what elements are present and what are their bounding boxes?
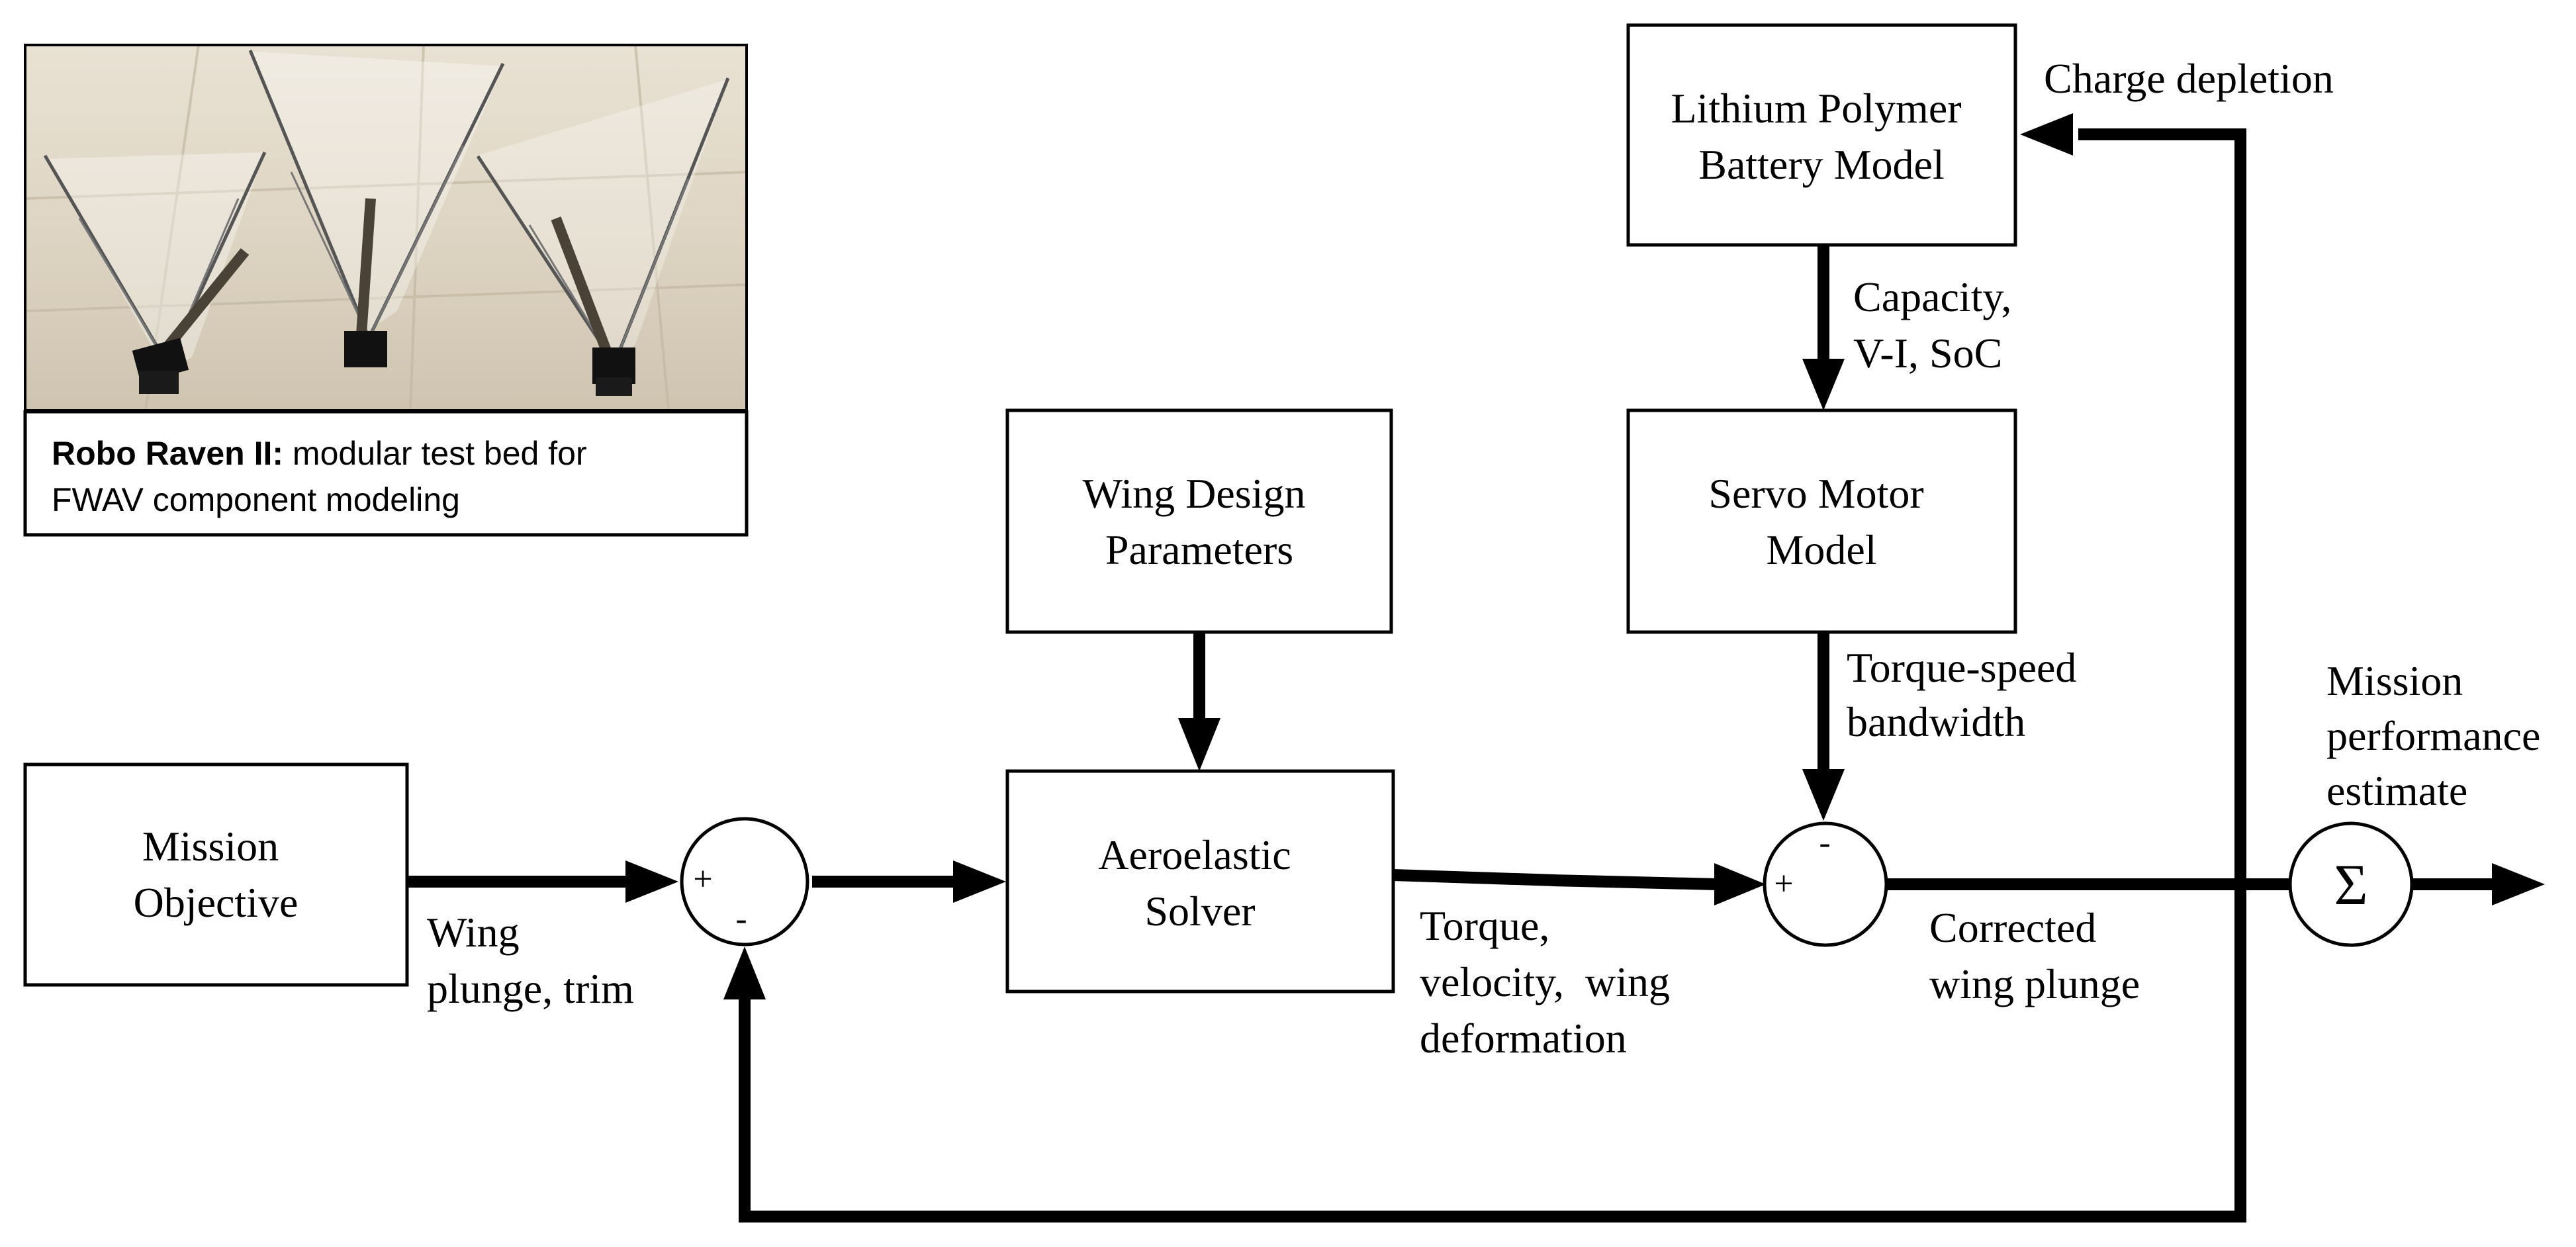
label-mission-performance-estimate: Mission performance estimate	[2326, 657, 2551, 814]
svg-text:Lithium Polymer Battery: Lithium Polymer Battery Model	[1671, 85, 1972, 188]
svg-text:Σ: Σ	[2334, 853, 2368, 917]
label-wing-plunge-trim: Wing plunge, trim	[427, 909, 634, 1012]
photo-caption: Robo Raven II: modular test bed for FWAV…	[52, 435, 596, 518]
label-charge-depletion: Charge depletion	[2044, 55, 2334, 102]
svg-text:Aeroelastic Solver: Aeroelastic Solver	[1098, 831, 1301, 935]
svg-text:Wing Design Parameters: Wing Design Parameters	[1083, 470, 1316, 573]
robot-right-figure	[476, 77, 730, 396]
photo-caption-box	[23, 410, 749, 537]
sigma-junction: Σ	[2288, 821, 2414, 947]
block-servo-motor-model: Servo Motor Model	[1626, 408, 2017, 634]
svg-text:Servo Motor Model: Servo Motor Model	[1708, 470, 1934, 573]
block-aeroelastic-solver: Aeroelastic Solver	[1005, 769, 1395, 993]
robot-left-figure	[43, 151, 267, 394]
wire-aero-to-sum2	[1393, 869, 1556, 886]
svg-text:-: -	[735, 900, 747, 938]
label-capacity-vi-soc: Capacity, V-I, SoC	[1853, 273, 2022, 377]
block-mission-objective: Mission Objective	[23, 762, 409, 987]
svg-text:+: +	[693, 860, 712, 898]
robo-raven-photo	[24, 44, 748, 412]
wire-feedback-loop	[739, 880, 2246, 1223]
block-wing-design-parameters: Wing Design Parameters	[1005, 408, 1393, 634]
svg-text:+: +	[1774, 865, 1793, 903]
robot-middle-figure	[248, 50, 505, 367]
label-torque-velocity-deformation: Torque, velocity, wing deformation	[1420, 902, 1680, 1062]
label-corrected-wing-plunge: Corrected wing plunge	[1929, 904, 2140, 1007]
svg-text:Mission Objective: Mission Objective	[134, 823, 299, 926]
sum-junction-1: + -	[680, 817, 809, 947]
signal-wires	[407, 113, 2545, 1223]
block-battery-model: Lithium Polymer Battery Model	[1626, 23, 2017, 247]
wire-charge-depletion	[2078, 128, 2246, 887]
sum-junction-2: - +	[1763, 821, 1888, 947]
svg-text:-: -	[1819, 824, 1830, 862]
label-torque-speed-bandwidth: Torque-speed bandwidth	[1847, 644, 2087, 745]
